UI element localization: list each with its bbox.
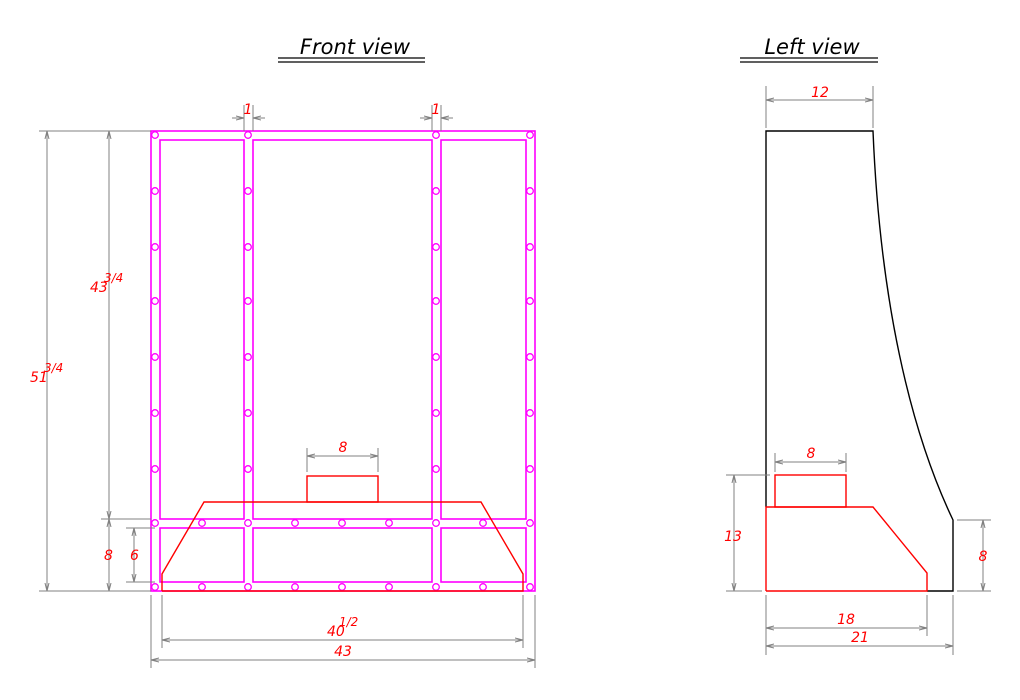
left-dimension-labels: 12 8 13 8 18 21: [724, 85, 987, 646]
top-depth-label: 12: [811, 85, 829, 101]
svg-text:Front view: Front view: [300, 35, 411, 59]
bolt-hole: [151, 465, 159, 473]
bolt-hole: [244, 187, 252, 195]
total-height-label: 51: [30, 370, 48, 386]
upper-height-label: 43: [90, 280, 108, 296]
left-base-height-label: 8: [979, 549, 988, 565]
bolt-holes: [151, 131, 534, 591]
bolt-hole: [291, 583, 299, 591]
bolt-hole: [338, 583, 346, 591]
bolt-hole: [198, 583, 206, 591]
bolt-hole: [198, 519, 206, 527]
bolt-hole: [151, 243, 159, 251]
left-view-title: Left view: [740, 35, 878, 63]
bolt-hole: [432, 519, 440, 527]
left-hood-height-label: 13: [724, 529, 742, 545]
bolt-hole: [244, 131, 252, 139]
bolt-hole: [244, 409, 252, 417]
post-width-right-label: 1: [432, 102, 441, 118]
bolt-hole: [244, 243, 252, 251]
bolt-hole: [432, 465, 440, 473]
upper-height-frac: 3/4: [104, 271, 123, 285]
bolt-hole: [338, 519, 346, 527]
svg-text:Left view: Left view: [764, 35, 860, 59]
bolt-hole: [526, 409, 534, 417]
bolt-hole: [432, 187, 440, 195]
chimney-width-label: 8: [339, 440, 348, 456]
bolt-hole: [244, 519, 252, 527]
bolt-hole: [385, 519, 393, 527]
bolt-hole: [244, 583, 252, 591]
bolt-hole: [432, 131, 440, 139]
left-chimney-width-label: 8: [807, 446, 816, 462]
front-hood: [161, 475, 524, 592]
hood-height-label: 6: [130, 548, 139, 564]
total-height-frac: 3/4: [44, 361, 63, 375]
bolt-hole: [479, 583, 487, 591]
left-hood: [765, 474, 928, 592]
front-dimension-labels: 1 1 51 3/4 43 3/4 8 8 6 40 1/2 43: [30, 102, 440, 660]
hood-depth-label: 18: [837, 612, 855, 628]
hood-width-label: 40: [327, 624, 345, 640]
bolt-hole: [526, 583, 534, 591]
bolt-hole: [432, 353, 440, 361]
front-dimensions: [39, 105, 536, 668]
bolt-hole: [151, 131, 159, 139]
front-view-title: Front view: [278, 35, 425, 63]
bolt-hole: [244, 465, 252, 473]
bolt-hole: [244, 297, 252, 305]
hood-width-frac: 1/2: [339, 615, 358, 629]
total-depth-label: 21: [851, 630, 869, 646]
total-width-label: 43: [334, 644, 352, 660]
bolt-hole: [479, 519, 487, 527]
bolt-hole: [526, 131, 534, 139]
bolt-hole: [291, 519, 299, 527]
bolt-hole: [151, 583, 159, 591]
bolt-hole: [151, 187, 159, 195]
bolt-hole: [432, 243, 440, 251]
bolt-hole: [151, 353, 159, 361]
bolt-hole: [151, 297, 159, 305]
bolt-hole: [526, 187, 534, 195]
post-width-left-label: 1: [244, 102, 253, 118]
bolt-hole: [432, 583, 440, 591]
bolt-hole: [526, 297, 534, 305]
bolt-hole: [526, 465, 534, 473]
bolt-hole: [526, 243, 534, 251]
left-dimensions: [726, 86, 991, 655]
bolt-hole: [151, 519, 159, 527]
bolt-hole: [432, 297, 440, 305]
bolt-hole: [151, 409, 159, 417]
left-outline: [765, 130, 954, 592]
bolt-hole: [526, 519, 534, 527]
bolt-hole: [432, 409, 440, 417]
base-height-label: 8: [104, 548, 113, 564]
bolt-hole: [526, 353, 534, 361]
bolt-hole: [244, 353, 252, 361]
bolt-hole: [385, 583, 393, 591]
